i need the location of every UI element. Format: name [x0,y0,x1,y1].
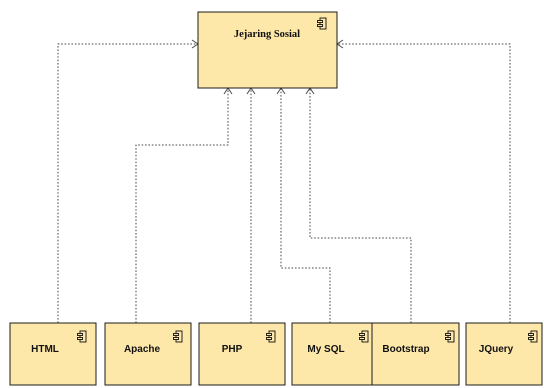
component-icon [445,330,455,343]
root-component-label: Jejaring Sosial [234,29,300,40]
component-php-label: PHP [222,344,243,355]
component-html: HTML [9,322,97,386]
component-jquery-label: JQuery [479,344,514,355]
component-icon [528,330,538,343]
connector-jquery [337,43,511,323]
component-php: PHP [198,322,286,386]
connector-mysql [280,88,331,323]
component-bootstrap-label: Bootstrap [382,344,429,355]
component-jquery: JQuery [465,322,543,386]
component-html-label: HTML [31,344,59,355]
component-apache-label: Apache [124,344,161,355]
component-icon [77,330,87,343]
root-component: Jejaring Sosial [197,11,338,89]
component-icon [359,330,369,343]
component-icon [173,330,183,343]
connector-apache [135,88,229,323]
component-icon [317,17,327,30]
component-icon [266,330,276,343]
connector-html [57,43,198,323]
connector-bootstrap [309,88,412,323]
component-bootstrap: Bootstrap [371,322,460,386]
component-apache: Apache [104,322,192,386]
component-mysql: My SQL [291,322,379,386]
component-mysql-label: My SQL [307,344,344,355]
dependency-lines [57,43,511,323]
